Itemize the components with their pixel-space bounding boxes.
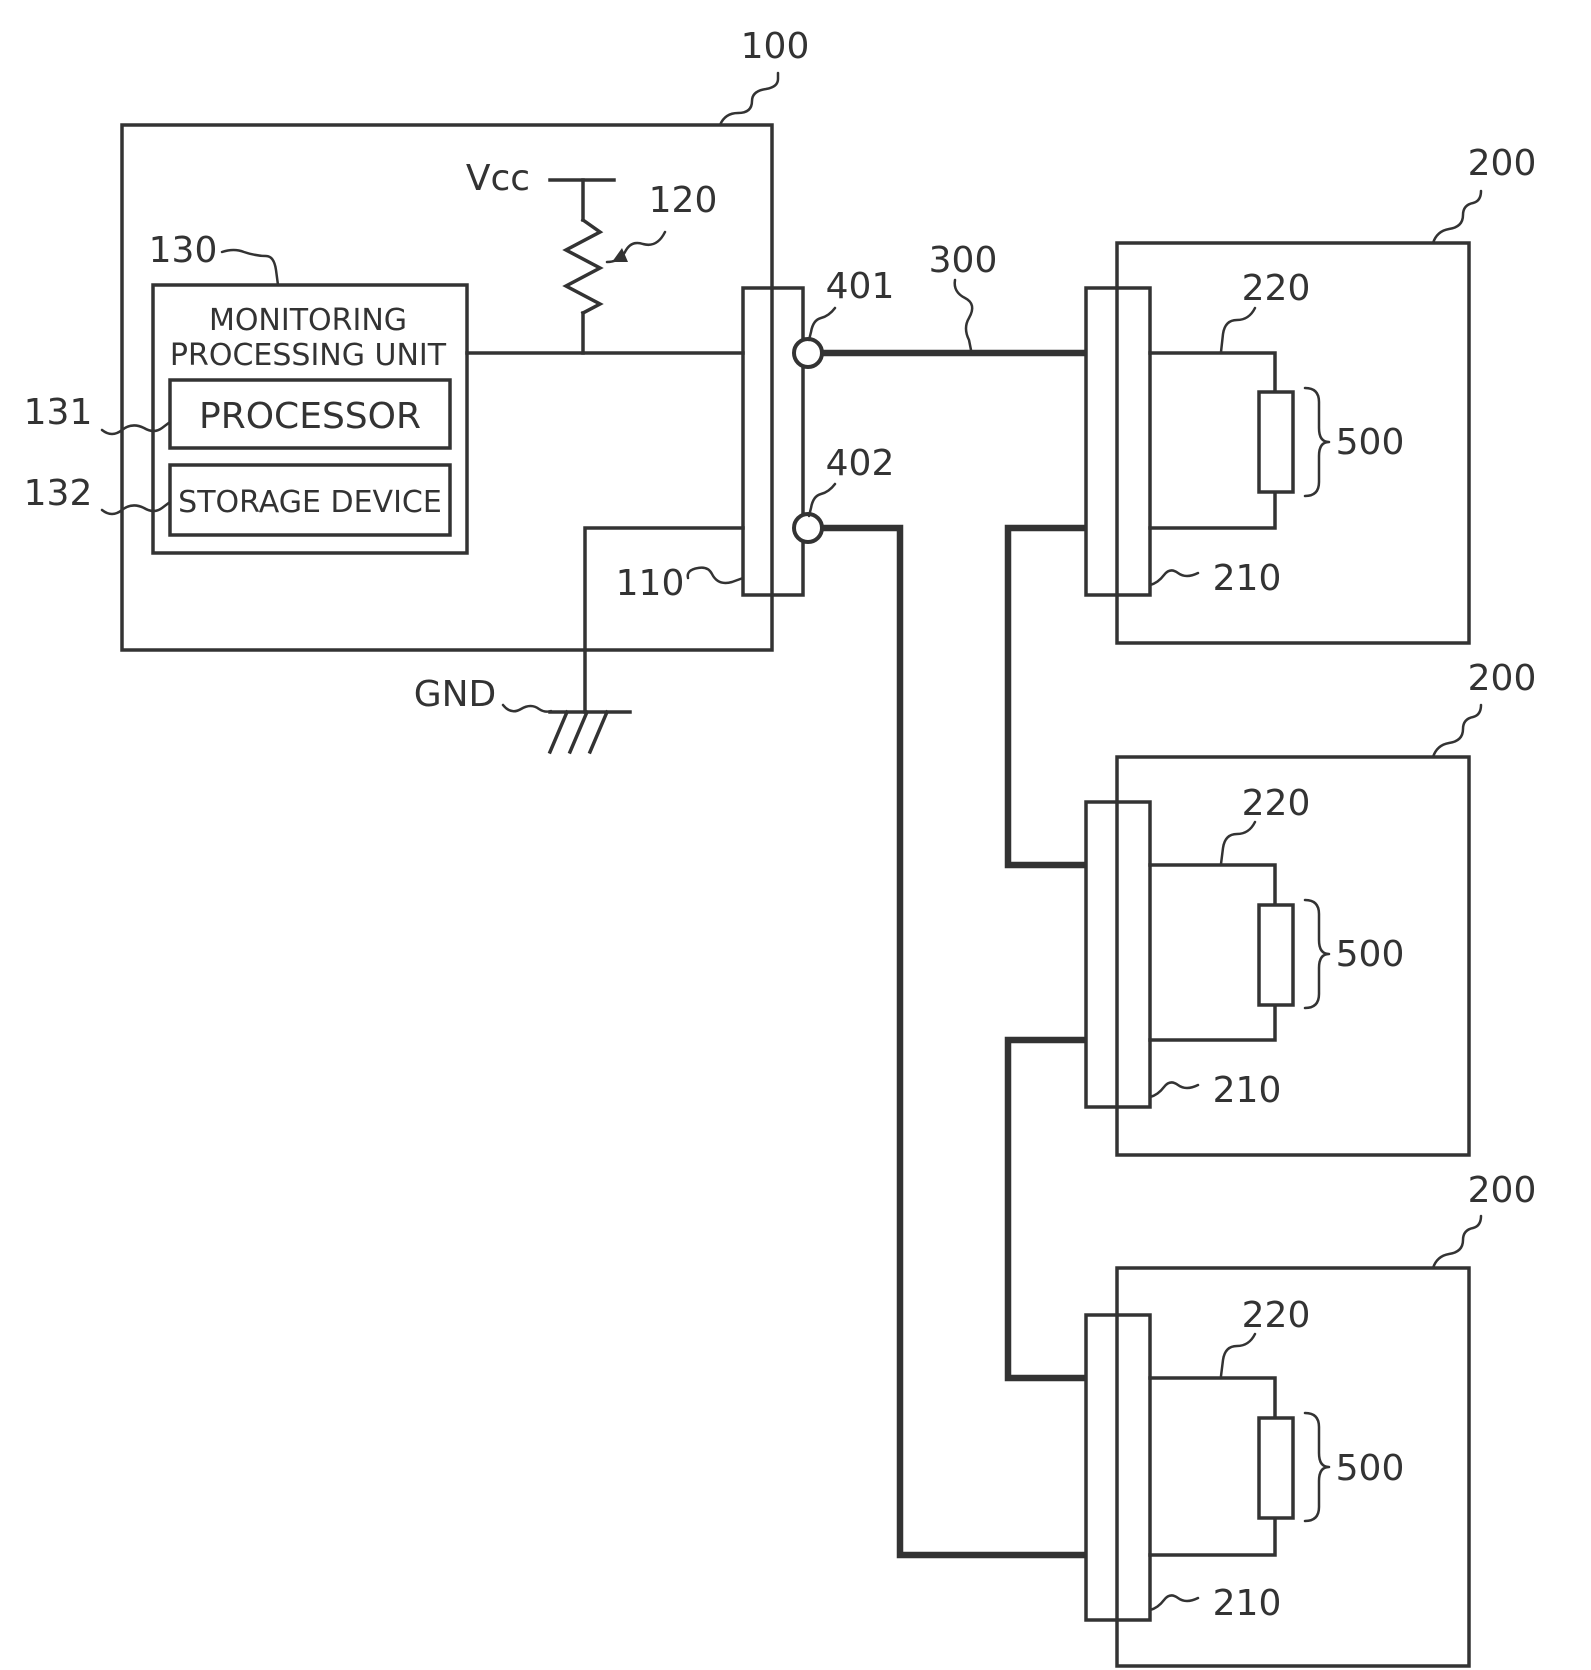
module-wire-ref: 220 (1242, 268, 1311, 309)
terminal-401-ref: 401 (826, 266, 895, 307)
module-middle: 200 210 220 500 (1086, 658, 1536, 1155)
load-ref: 500 (1336, 934, 1405, 975)
terminal-402 (794, 514, 822, 542)
load (1259, 1418, 1293, 1518)
gnd-label: GND (414, 674, 497, 715)
terminal-402-lead (809, 484, 835, 516)
bus-ref: 300 (929, 240, 998, 281)
load (1259, 392, 1293, 492)
module-lead (1433, 705, 1481, 757)
module-connector-lead (1150, 570, 1198, 585)
module-ref: 200 (1468, 143, 1537, 184)
vcc-label: Vcc (466, 158, 530, 199)
load (1259, 905, 1293, 1005)
processor-ref: 131 (24, 392, 93, 433)
controller-lead (720, 73, 778, 125)
load-ref: 500 (1336, 1448, 1405, 1489)
monitor-ref: 130 (149, 230, 218, 271)
module-ref: 200 (1468, 1170, 1537, 1211)
module-wire-lead (1221, 1334, 1255, 1376)
chain-top-to-middle (1008, 528, 1086, 865)
ground-hatch-2 (570, 712, 587, 752)
module-wire (1150, 353, 1275, 528)
monitor-title-line1: MONITORING (209, 303, 407, 338)
gnd-lead (503, 705, 551, 712)
terminal-402-ref: 402 (826, 443, 895, 484)
chain-middle-to-bottom (1008, 1040, 1086, 1378)
module-wire-lead (1221, 308, 1255, 352)
module-connector-ref: 210 (1213, 1070, 1282, 1111)
storage-lead (102, 502, 170, 514)
main-connector-ref: 110 (616, 563, 685, 604)
load-brace (1305, 388, 1329, 496)
module-lead (1433, 191, 1481, 243)
main-connector-lead (688, 568, 743, 583)
module-wire-lead (1221, 822, 1255, 864)
storage-ref: 132 (24, 473, 93, 514)
module-connector-lead (1150, 1595, 1198, 1610)
monitor-lead (222, 250, 278, 285)
module-bottom: 200 210 220 500 (1086, 1170, 1536, 1666)
module-wire-ref: 220 (1242, 1295, 1311, 1336)
pullup-ref: 120 (649, 180, 718, 221)
load-brace (1305, 900, 1329, 1008)
module-ref: 200 (1468, 658, 1537, 699)
ground-wire (585, 528, 743, 712)
controller-ref: 100 (741, 26, 810, 67)
module-wire (1150, 865, 1275, 1040)
processor-lead (102, 422, 170, 434)
storage-label: STORAGE DEVICE (178, 485, 442, 520)
bus-lead (955, 280, 972, 350)
load-brace (1305, 1413, 1329, 1521)
module-connector-lead (1150, 1082, 1198, 1097)
module-top: 200 210 220 500 (1086, 143, 1536, 643)
resistor-symbol (566, 220, 600, 313)
module-connector-ref: 210 (1213, 558, 1282, 599)
load-ref: 500 (1336, 422, 1405, 463)
module-lead (1433, 1216, 1481, 1268)
terminal-401 (794, 339, 822, 367)
module-wire-ref: 220 (1242, 783, 1311, 824)
processor-label: PROCESSOR (199, 396, 421, 437)
module-wire (1150, 1378, 1275, 1555)
terminal-401-lead (809, 308, 835, 340)
module-connector-ref: 210 (1213, 1583, 1282, 1624)
monitor-title-line2: PROCESSING UNIT (170, 338, 447, 373)
ground-hatch-3 (590, 712, 607, 752)
ground-hatch-1 (550, 712, 567, 752)
